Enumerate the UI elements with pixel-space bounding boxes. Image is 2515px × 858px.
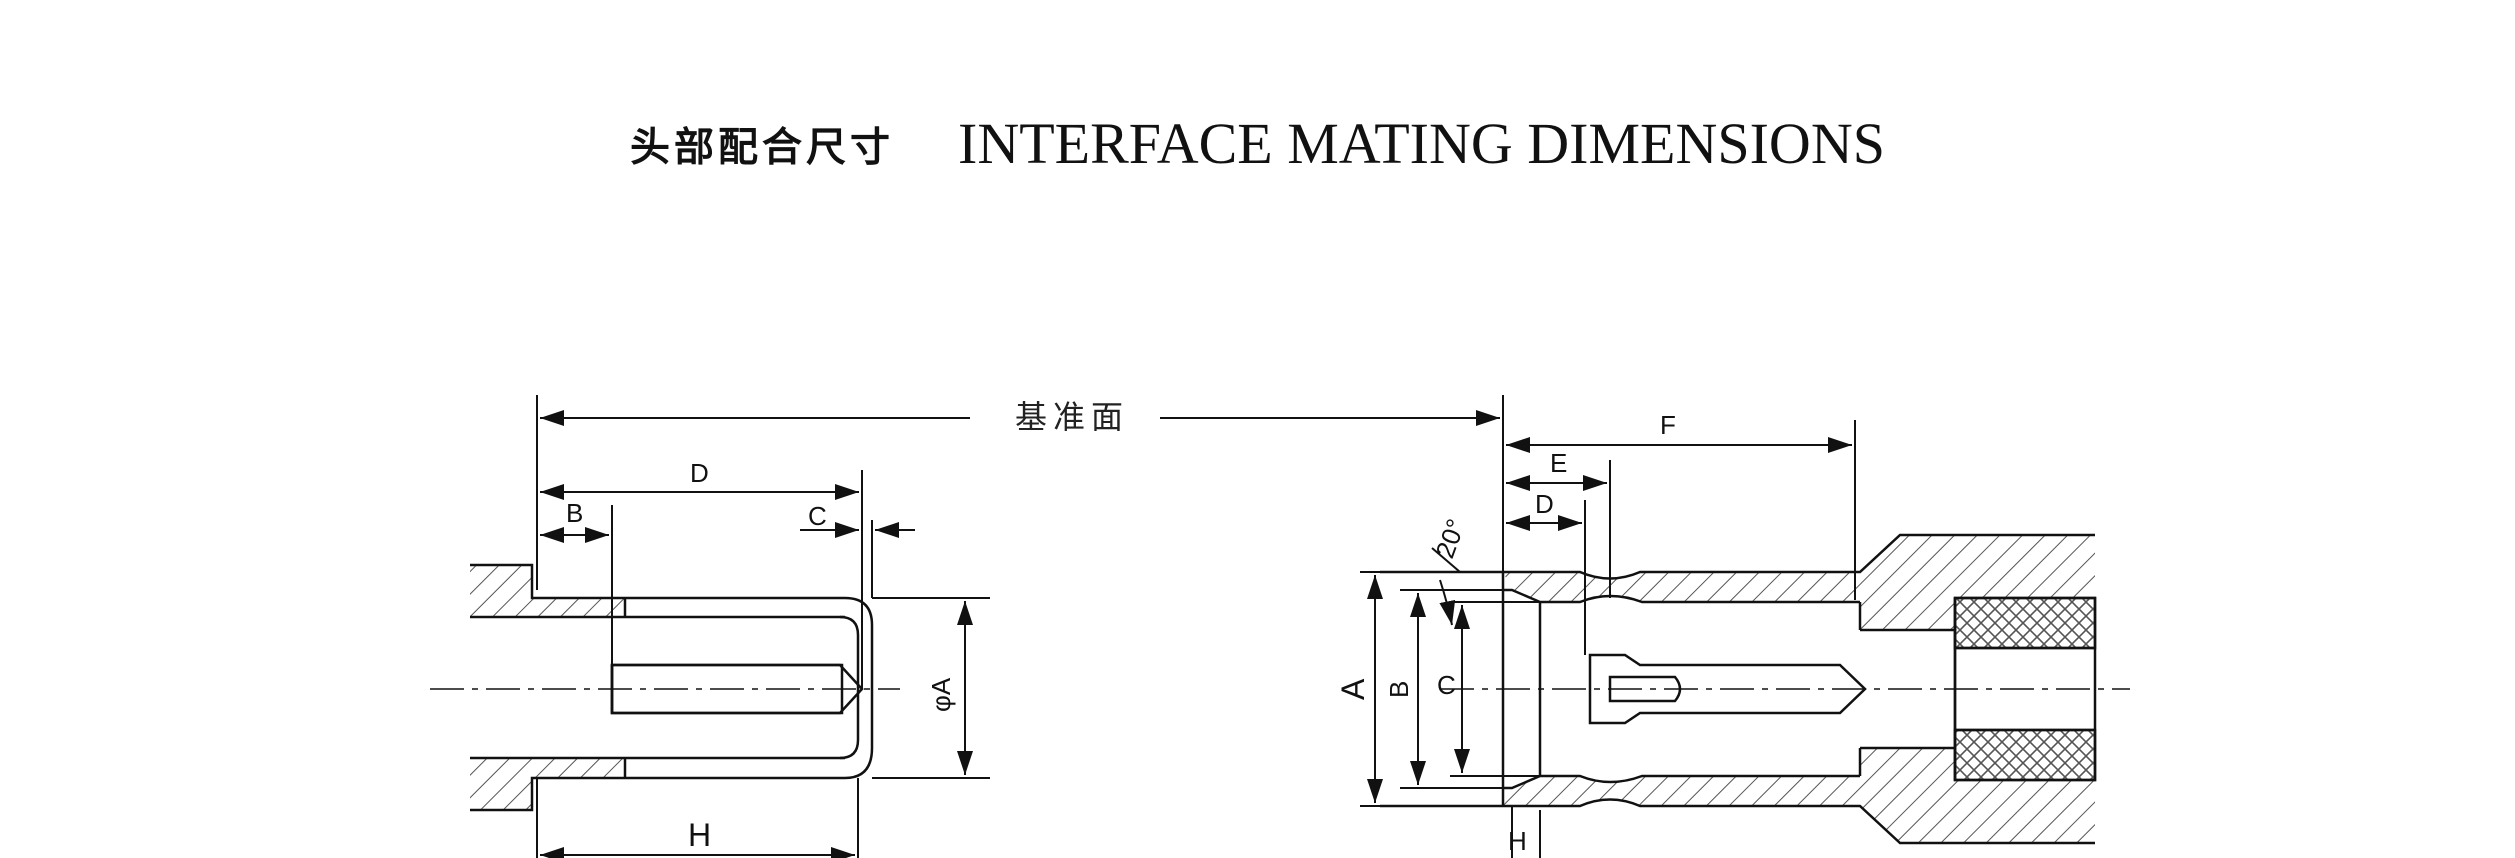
right-label-e: E: [1550, 448, 1567, 478]
left-label-d: D: [690, 458, 709, 488]
left-dimensions: [540, 484, 973, 858]
reference-plane-dimension: 基准面: [536, 395, 1504, 590]
right-label-c: C: [1437, 670, 1456, 700]
left-label-h: H: [688, 817, 711, 853]
page-title: 头部配合尺寸 INTERFACE MATING DIMENSIONS: [0, 110, 2515, 177]
title-english: INTERFACE MATING DIMENSIONS: [958, 111, 1885, 176]
right-label-angle: 20°: [1429, 515, 1471, 562]
right-label-b: B: [1384, 681, 1414, 698]
title-chinese: 头部配合尺寸: [630, 124, 895, 171]
right-view: [1380, 533, 2130, 845]
right-dimensions: [1360, 420, 1856, 858]
left-label-phi-a: φA: [926, 677, 956, 712]
left-label-b: B: [566, 498, 583, 528]
reference-plane-label: 基准面: [1015, 398, 1129, 436]
left-view: [430, 470, 990, 858]
right-label-d: D: [1535, 489, 1554, 519]
right-label-a: A: [1335, 678, 1371, 700]
left-label-c: C: [808, 501, 827, 531]
right-label-h: H: [1508, 826, 1527, 856]
right-label-f: F: [1660, 410, 1676, 440]
